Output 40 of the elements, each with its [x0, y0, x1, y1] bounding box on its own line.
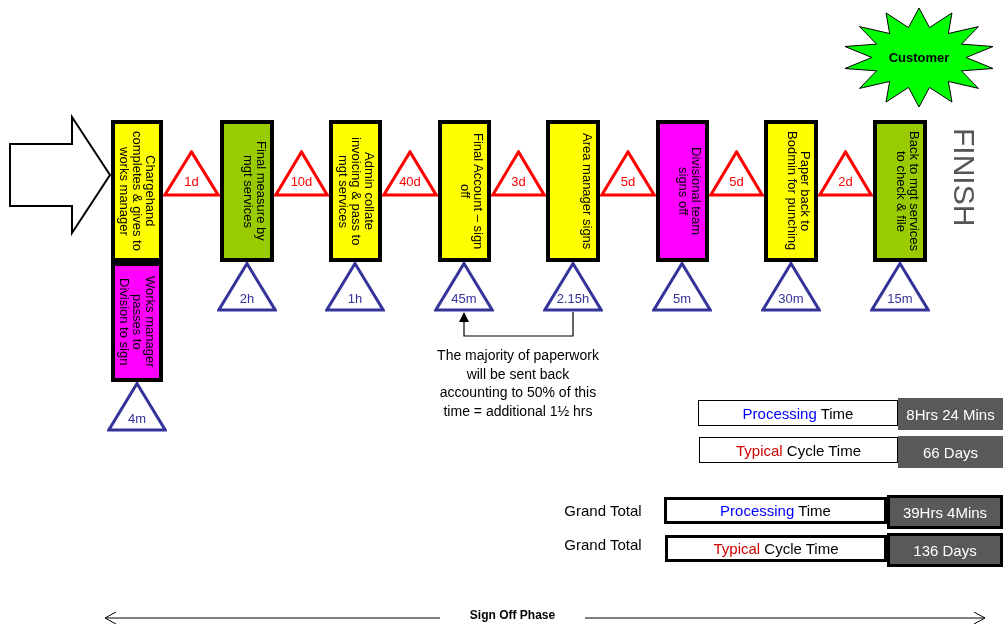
note-text: The majority of paperwork will be sent back accounting to 50% of this time = additional 1½ hrs [436, 346, 600, 420]
row-label: Grand Total [563, 502, 643, 519]
process-time-triangle: 2.15h [543, 262, 603, 312]
delay-triangle: 40d [382, 150, 438, 197]
delay-triangle: 10d [274, 150, 329, 197]
process-box: Divisional team signs off [656, 120, 709, 262]
metric-label-box: Processing Time [664, 497, 887, 524]
phase-label: Sign Off Phase [468, 608, 557, 622]
process-box: Works manager passes to Division to sign [111, 262, 163, 382]
finish-label: FINISH [947, 128, 982, 227]
row-label: Grand Total [563, 536, 643, 553]
process-box: Chargehand completes & gives to works manager [111, 120, 163, 262]
metric-value-box: 8Hrs 24 Mins [898, 398, 1003, 430]
metric-label-box: Processing Time [698, 400, 898, 426]
metric-value-box: 66 Days [898, 436, 1003, 468]
process-time-triangle: 30m [761, 262, 821, 312]
delay-triangle: 2d [818, 150, 873, 197]
process-time-triangle: 1h [325, 262, 385, 312]
process-box: Final Account – sign off [438, 120, 491, 262]
process-time-triangle: 5m [652, 262, 712, 312]
arrow [459, 311, 574, 337]
delay-triangle: 3d [491, 150, 546, 197]
delay-triangle: 5d [709, 150, 764, 197]
process-time-triangle: 4m [107, 382, 167, 432]
process-box: Paper back to Bodmin for punching [764, 120, 818, 262]
delay-triangle: 5d [600, 150, 656, 197]
metric-label-box: Typical Cycle Time [665, 535, 887, 562]
process-box: Area manager signs [546, 120, 600, 262]
process-time-triangle: 15m [870, 262, 930, 312]
customer-starburst: Customer [843, 8, 995, 107]
metric-label-box: Typical Cycle Time [699, 437, 898, 463]
process-box: Final measure by mgt services [220, 120, 274, 262]
metric-value-box: 39Hrs 4Mins [887, 495, 1003, 529]
push-arrow [9, 113, 112, 237]
process-box: Admin collate invoicing & pass to mgt services [329, 120, 382, 262]
delay-triangle: 1d [163, 150, 220, 197]
metric-value-box: 136 Days [887, 533, 1003, 567]
process-time-triangle: 45m [434, 262, 494, 312]
process-box: Back to mgt services to check & file [873, 120, 927, 262]
process-time-triangle: 2h [217, 262, 277, 312]
